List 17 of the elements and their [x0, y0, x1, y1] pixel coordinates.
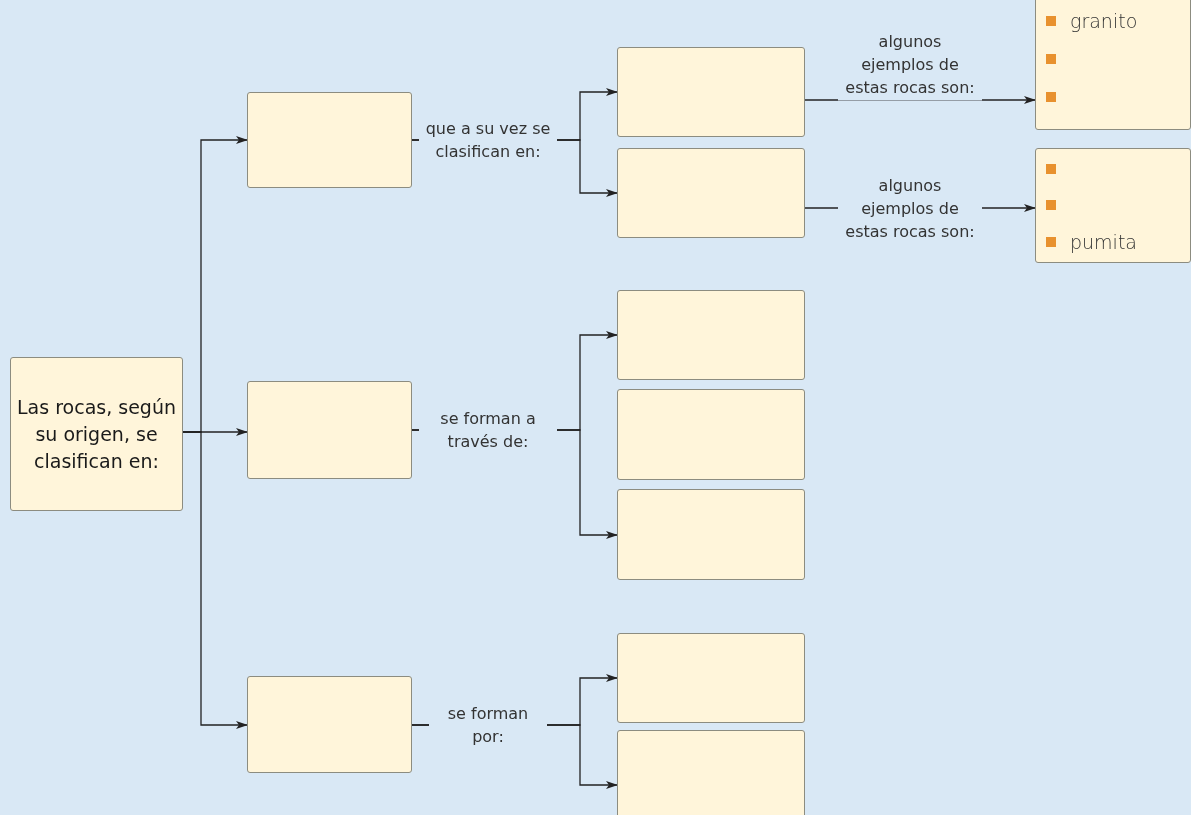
- connector-arrow: [182, 431, 248, 729]
- blank-box: [617, 633, 805, 723]
- list-item: granito: [1070, 10, 1138, 32]
- blank-box: [617, 47, 805, 137]
- blank-box: [617, 489, 805, 580]
- blank-box: [617, 148, 805, 238]
- box-text: Las rocas, según su origen, se clasifican en:: [16, 394, 177, 474]
- list-item: pumita: [1070, 230, 1137, 253]
- example-list-box: [1035, 148, 1191, 263]
- blank-box: [617, 730, 805, 815]
- blank-box: [617, 290, 805, 380]
- blank-box: [247, 92, 412, 188]
- blank-box: [247, 381, 412, 479]
- example-list-box: [1035, 0, 1191, 130]
- blank-box: [617, 389, 805, 480]
- concept-box: [10, 357, 183, 511]
- blank-box: [247, 676, 412, 773]
